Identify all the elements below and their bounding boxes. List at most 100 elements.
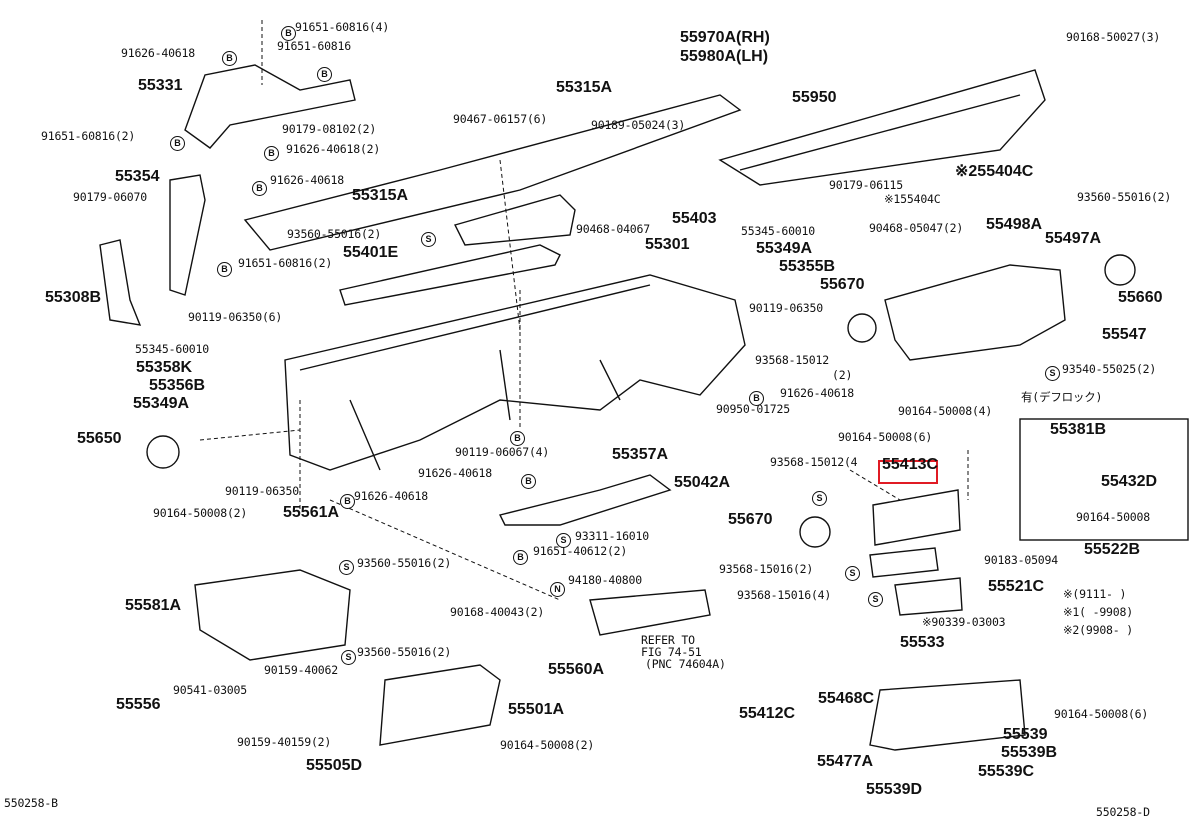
- fastener-code-marker: S: [341, 650, 356, 665]
- part-number-callout: 55381B: [1050, 421, 1107, 438]
- fastener-part-number: 90164-50008(6): [838, 430, 933, 444]
- part-number-callout: 55349A: [133, 395, 190, 412]
- leader-lines: [199, 20, 969, 601]
- part-number-callout: 55301: [645, 236, 690, 253]
- part-number-callout: 55581A: [125, 597, 182, 614]
- fastener-part-number: 90119-06350: [225, 484, 299, 498]
- box-55521C: [894, 577, 963, 616]
- part-number-callout: 55980A(LH): [680, 48, 769, 65]
- fastener-part-number: ※1( -9908): [1063, 605, 1133, 619]
- fastener-part-number: 91651-60816: [277, 39, 351, 53]
- part-number-callout: 55560A: [548, 661, 605, 678]
- fastener-part-number: (2): [832, 368, 853, 382]
- fastener-part-number: ※90339-03003: [922, 615, 1006, 629]
- dash-pad-55401E: [339, 244, 561, 306]
- fastener-part-number: 91651-60816(2): [238, 256, 333, 270]
- fastener-code-marker: S: [556, 533, 571, 548]
- fastener-part-number: (PNC 74604A): [645, 657, 726, 671]
- part-number-callout: 55539C: [978, 763, 1035, 780]
- fastener-part-number: 55345-60010: [741, 224, 815, 238]
- fastener-part-number: 90468-04067: [576, 222, 650, 236]
- fastener-part-number: 90950-01725: [716, 402, 790, 416]
- bracket-55331: [184, 64, 356, 149]
- fastener-part-number: REFER TO: [641, 633, 695, 647]
- upper-pad: [243, 94, 742, 251]
- fastener-part-number: 90468-05047(2): [869, 221, 964, 235]
- fastener-code-marker: N: [550, 582, 565, 597]
- fastener-part-number: FIG 74-51: [641, 645, 702, 659]
- part-number-callout: 55950: [792, 89, 837, 106]
- fastener-code-marker: B: [252, 181, 267, 196]
- lower-panel: [589, 589, 711, 636]
- part-number-callout: 55432D: [1101, 473, 1158, 490]
- part-number-callout: 55413C: [882, 456, 939, 473]
- fastener-part-number: 90179-06115: [829, 178, 903, 192]
- fastener-code-marker: S: [868, 592, 883, 607]
- fastener-part-number: 94180-40800: [568, 573, 642, 587]
- part-number-callout: 55354: [115, 168, 160, 185]
- bracket-55308B: [99, 239, 142, 326]
- part-number-callout: 55468C: [818, 690, 875, 707]
- fastener-part-number: 93568-15012: [755, 353, 829, 367]
- part-number-callout: 55547: [1102, 326, 1147, 343]
- fastener-code-marker: S: [812, 491, 827, 506]
- part-number-callout: 55477A: [817, 753, 874, 770]
- duct-55950: [718, 69, 1046, 186]
- part-number-callout: 55308B: [45, 289, 102, 306]
- fastener-part-number: 91626-40618: [780, 386, 854, 400]
- fastener-part-number: 93311-16010: [575, 529, 649, 543]
- part-number-callout: 55561A: [283, 504, 340, 521]
- part-number-callout: 55042A: [674, 474, 731, 491]
- part-number-callout: 55331: [138, 77, 183, 94]
- fastener-part-number: 93560-55016(2): [1077, 190, 1172, 204]
- cluster-panel: [884, 264, 1066, 361]
- part-number-callout: 55349A: [756, 240, 813, 257]
- fastener-part-number: 93560-55016(2): [357, 556, 452, 570]
- fastener-part-number: 93560-55016(2): [287, 227, 382, 241]
- fastener-part-number: 90164-50008(2): [500, 738, 595, 752]
- part-number-callout: 55315A: [352, 187, 409, 204]
- fastener-part-number: 90183-05094: [984, 553, 1058, 567]
- fastener-part-number: ※2(9908- ): [1063, 623, 1133, 637]
- part-number-callout: 55660: [1118, 289, 1163, 306]
- vent-55650: [146, 435, 180, 469]
- part-number-callout: 55403: [672, 210, 717, 227]
- part-number-callout: 55401E: [343, 244, 399, 261]
- brace-55354: [169, 174, 206, 296]
- fastener-code-marker: B: [264, 146, 279, 161]
- part-number-callout: 55533: [900, 634, 945, 651]
- part-number-callout: 55412C: [739, 705, 796, 722]
- fastener-part-number: ※155404C: [884, 192, 941, 206]
- fastener-part-number: 90168-50027(3): [1066, 30, 1161, 44]
- part-number-callout: 55670: [728, 511, 773, 528]
- part-number-callout: 55539D: [866, 781, 923, 798]
- bezel-55413C: [872, 489, 961, 546]
- fastener-part-number: 91651-60816(4): [295, 20, 390, 34]
- part-number-callout: 55501A: [508, 701, 565, 718]
- part-number-callout: 55355B: [779, 258, 836, 275]
- fastener-code-marker: B: [222, 51, 237, 66]
- fastener-part-number: 90164-50008(4): [898, 404, 993, 418]
- fastener-part-number: 55345-60010: [135, 342, 209, 356]
- part-number-callout: 55522B: [1084, 541, 1141, 558]
- fastener-part-number: 90159-40159(2): [237, 735, 332, 749]
- part-number-callout: 55498A: [986, 216, 1043, 233]
- fastener-part-number: 93540-55025(2): [1062, 362, 1157, 376]
- fastener-part-number: 91651-40612(2): [533, 544, 628, 558]
- fastener-part-number: ※(9111- ): [1063, 587, 1127, 601]
- fastener-part-number: 90164-50008(2): [153, 506, 248, 520]
- part-number-callout: 55356B: [149, 377, 206, 394]
- fastener-part-number: 90119-06350(6): [188, 310, 283, 324]
- cup-55522B: [869, 547, 939, 578]
- part-number-callout: 55556: [116, 696, 161, 713]
- highlight-box: [878, 460, 938, 484]
- fastener-code-marker: S: [1045, 366, 1060, 381]
- fastener-code-marker: B: [340, 494, 355, 509]
- part-number-callout: 55521C: [988, 578, 1045, 595]
- fastener-part-number: 90159-40062: [264, 663, 338, 677]
- fastener-part-number: 有(デフロック): [1021, 390, 1103, 404]
- glove-door-55501A: [379, 664, 501, 746]
- fastener-part-number: 90164-50008(6): [1054, 707, 1149, 721]
- fastener-code-marker: B: [521, 474, 536, 489]
- glove-box-55581A: [194, 569, 351, 661]
